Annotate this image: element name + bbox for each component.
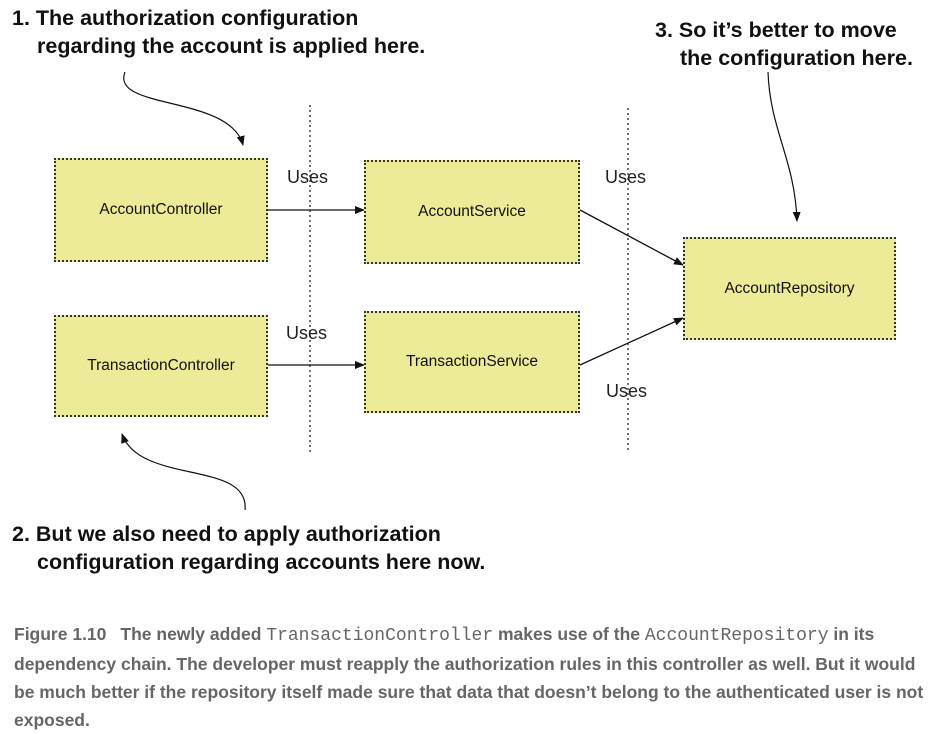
annotation-3-line2: the configuration here. — [680, 46, 913, 70]
figure-number: Figure 1.10 — [14, 624, 107, 644]
annotation-2-line2: configuration regarding accounts here no… — [37, 550, 486, 574]
node-transaction-controller: TransactionController — [54, 315, 268, 417]
figure-caption: Figure 1.10 The newly added TransactionCo… — [14, 620, 932, 734]
edge-label-uses-2: Uses — [605, 167, 647, 187]
annotation-3-line1: 3. So it’s better to move — [655, 18, 897, 42]
annotation-1-line2: regarding the account is applied here. — [37, 34, 426, 58]
node-account-repository: AccountRepository — [683, 237, 896, 340]
annotation-2-line1: 2. But we also need to apply authorizati… — [12, 522, 441, 546]
edge-transactionservice-accountrepository — [579, 317, 684, 366]
annotation-1: 1. The authorization configuration regar… — [12, 4, 425, 60]
edge-label-uses-3: Uses — [286, 323, 328, 343]
caption-code-transactioncontroller: TransactionController — [266, 626, 494, 646]
caption-text-1: The newly added — [120, 624, 267, 644]
annotation-3: 3. So it’s better to move the configurat… — [655, 16, 913, 72]
edge-label-uses-4: Uses — [606, 381, 648, 401]
annotation-1-pointer — [123, 71, 245, 146]
annotation-2: 2. But we also need to apply authorizati… — [12, 520, 485, 576]
edge-accountservice-accountrepository — [579, 209, 684, 266]
edge-label-uses-1: Uses — [287, 167, 329, 187]
annotation-3-pointer — [767, 71, 801, 222]
annotation-1-line1: 1. The authorization configuration — [12, 6, 359, 30]
caption-code-accountrepository: AccountRepository — [644, 626, 829, 646]
node-account-service: AccountService — [364, 160, 580, 264]
node-account-controller: AccountController — [54, 158, 268, 262]
caption-text-2: makes use of the — [493, 624, 645, 644]
annotation-2-pointer — [121, 433, 246, 511]
caption-text-3: in its dependency chain. The developer m… — [14, 624, 924, 730]
node-transaction-service: TransactionService — [364, 311, 580, 413]
